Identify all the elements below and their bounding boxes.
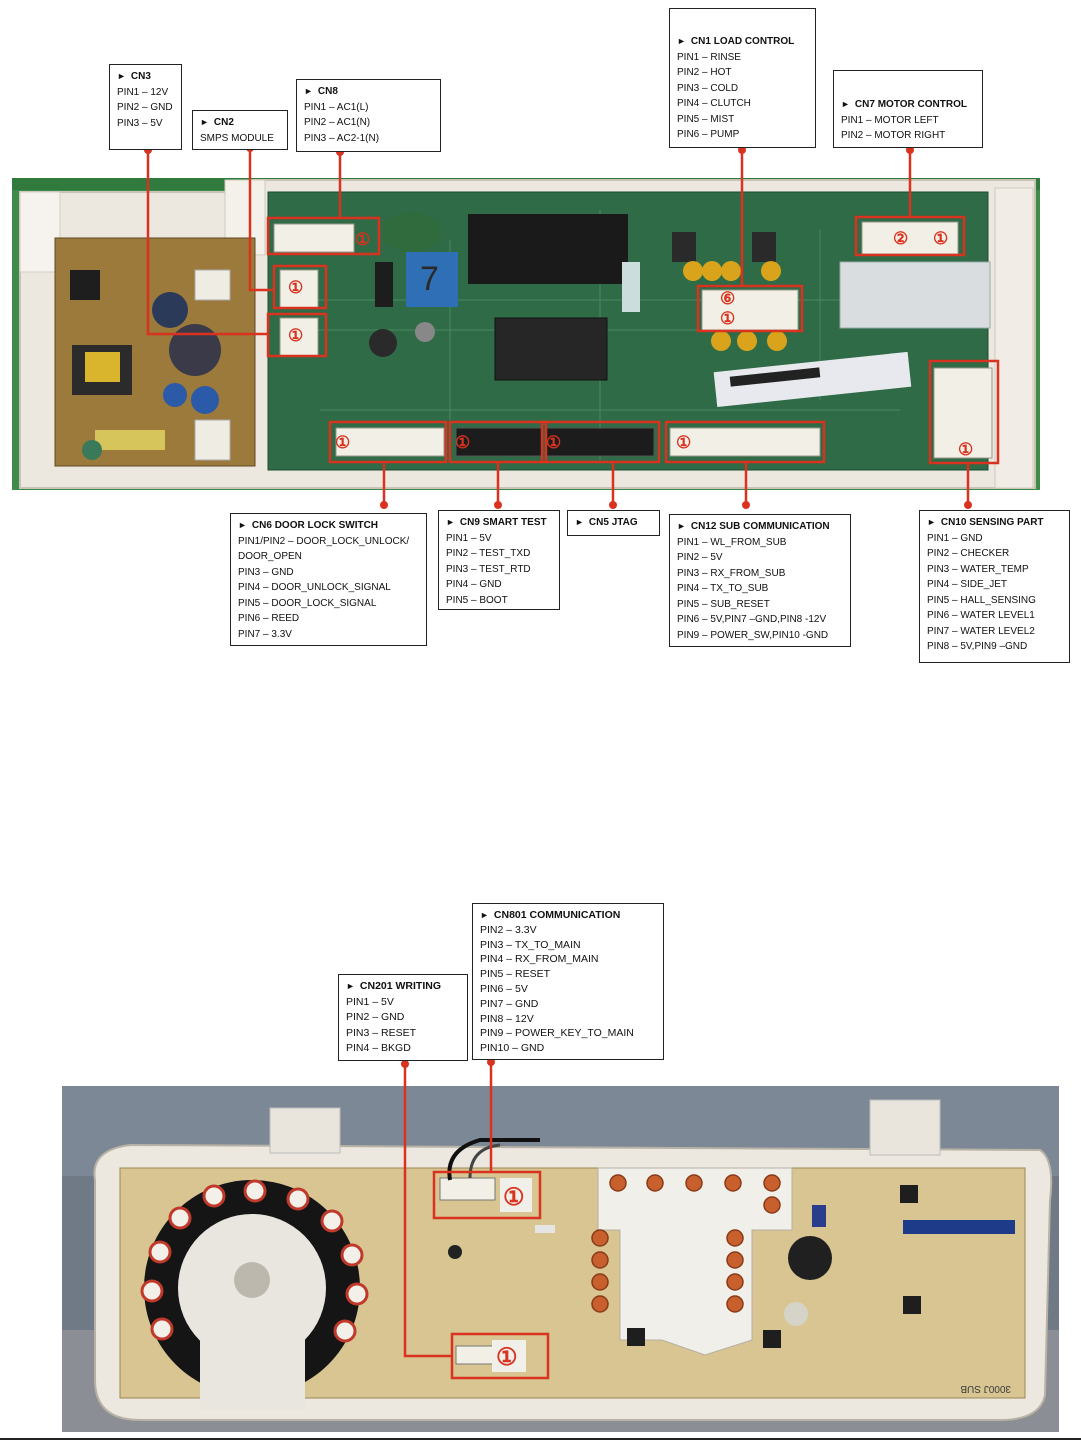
cn201-title: CN201 WRITING: [346, 979, 461, 995]
cn7-label: CN7 MOTOR CONTROL PIN1 – MOTOR LEFT PIN2…: [833, 70, 983, 148]
cn201-pin-line: PIN2 – GND: [346, 1011, 405, 1023]
cn1-label: CN1 LOAD CONTROL PIN1 – RINSE PIN2 – HOT…: [669, 8, 816, 148]
cn801-pin-line: PIN2 – 3.3V: [480, 923, 537, 936]
cn7-pin-line: PIN2 – MOTOR RIGHT: [841, 130, 946, 141]
cn10-pin-line: PIN3 – WATER_TEMP: [927, 563, 1029, 575]
cn9-pin-line: PIN5 – BOOT: [446, 594, 508, 606]
cn801-pin-line: PIN10 – GND: [480, 1042, 545, 1055]
cn1-pin-line: PIN4 – CLUTCH: [677, 98, 751, 109]
cn9-pin-line: PIN1 – 5V: [446, 532, 492, 544]
cn2-title: CN2: [200, 115, 281, 131]
cn7-title: CN7 MOTOR CONTROL: [841, 97, 976, 113]
cn201-pin-line: PIN1 – 5V: [346, 995, 394, 1008]
cn8-label: CN8 PIN1 – AC1(L) PIN2 – AC1(N) PIN3 – A…: [296, 79, 441, 152]
cn10-title: CN10 SENSING PART: [927, 515, 1063, 531]
cn201-label: CN201 WRITING PIN1 – 5V PIN2 – GND PIN3 …: [338, 974, 468, 1061]
cn201-pin-line: PIN4 – BKGD: [346, 1042, 411, 1054]
cn9-pin-line: PIN3 – TEST_RTD: [446, 563, 531, 575]
cn801-pin-line: PIN5 – RESET: [480, 968, 551, 981]
cn2-pin-line: SMPS MODULE: [200, 132, 274, 144]
cn10-pin-line: PIN1 – GND: [927, 532, 983, 544]
cn12-pin-line: PIN3 – RX_FROM_SUB: [677, 567, 786, 579]
cn10-pin-line: PIN8 – 5V,PIN9 –GND: [927, 641, 1028, 652]
cn801-pin-line: PIN8 – 12V: [480, 1012, 534, 1025]
cn801-title: CN801 COMMUNICATION: [480, 908, 657, 923]
cn12-pin-line: PIN6 – 5V,PIN7 –GND,PIN8 -12V: [677, 614, 827, 625]
cn8-pin-line: PIN2 – AC1(N): [304, 117, 371, 128]
sub-pcb-print: 3000J SUB: [960, 1383, 1011, 1394]
cn10-pin-line: PIN5 – HALL_SENSING: [927, 594, 1036, 606]
cn9-pin-line: PIN4 – GND: [446, 579, 502, 590]
cn7-pin-line: PIN1 – MOTOR LEFT: [841, 114, 939, 126]
cn8-pin-line: PIN3 – AC2-1(N): [304, 132, 380, 144]
cn8-title: CN8: [304, 84, 434, 100]
cn201-pin-line: PIN3 – RESET: [346, 1026, 417, 1039]
cn12-pin-line: PIN4 – TX_TO_SUB: [677, 583, 769, 594]
cn5-label: CN5 JTAG: [567, 510, 660, 536]
cn12-pin-line: PIN9 – POWER_SW,PIN10 -GND: [677, 629, 829, 641]
cn2-label: CN2 SMPS MODULE: [192, 110, 288, 150]
cn1-pin-line: PIN6 – PUMP: [677, 129, 740, 140]
cn6-pin-line: PIN1/PIN2 – DOOR_LOCK_UNLOCK/: [238, 535, 410, 547]
cn6-pin-line: PIN3 – GND: [238, 566, 294, 578]
cn801-pin-line: PIN7 – GND: [480, 997, 539, 1010]
page-bottom-rule: [0, 1438, 1081, 1440]
cn9-title: CN9 SMART TEST: [446, 515, 553, 531]
cn3-pin-line: PIN2 – GND: [117, 102, 173, 113]
cn6-title: CN6 DOOR LOCK SWITCH: [238, 518, 420, 534]
cn3-label: CN3 PIN1 – 12V PIN2 – GND PIN3 – 5V: [109, 64, 182, 150]
cn10-pin-line: PIN4 – SIDE_JET: [927, 579, 1008, 590]
cn8-pin-line: PIN1 – AC1(L): [304, 101, 369, 113]
cn1-pin-line: PIN5 – MIST: [677, 113, 735, 125]
cn1-pin-line: PIN2 – HOT: [677, 67, 732, 78]
cn10-pin-line: PIN7 – WATER LEVEL2: [927, 625, 1035, 637]
cn10-pin-line: PIN6 – WATER LEVEL1: [927, 610, 1035, 621]
cn801-pin-line: PIN9 – POWER_KEY_TO_MAIN: [480, 1027, 634, 1040]
cn3-title: CN3: [117, 69, 175, 85]
svg-text:7: 7: [420, 260, 439, 298]
cn6-pin-line: DOOR_OPEN: [238, 551, 302, 562]
cn801-pin-line: PIN3 – TX_TO_MAIN: [480, 938, 581, 951]
cn10-label: CN10 SENSING PART PIN1 – GND PIN2 – CHEC…: [919, 510, 1070, 663]
cn10-pin-line: PIN2 – CHECKER: [927, 548, 1010, 559]
cn6-pin-line: PIN5 – DOOR_LOCK_SIGNAL: [238, 597, 377, 609]
cn3-pin-line: PIN3 – 5V: [117, 117, 163, 129]
cn12-pin-line: PIN5 – SUB_RESET: [677, 598, 770, 610]
cn12-pin-line: PIN2 – 5V: [677, 552, 723, 563]
cn1-pin-line: PIN1 – RINSE: [677, 51, 741, 63]
cn801-pin-line: PIN6 – 5V: [480, 982, 528, 995]
cn1-pin-line: PIN3 – COLD: [677, 82, 739, 94]
cn9-label: CN9 SMART TEST PIN1 – 5V PIN2 – TEST_TXD…: [438, 510, 560, 610]
cn12-pin-line: PIN1 – WL_FROM_SUB: [677, 536, 787, 548]
cn5-title: CN5 JTAG: [575, 515, 653, 531]
cn12-title: CN12 SUB COMMUNICATION: [677, 519, 844, 535]
cn6-label: CN6 DOOR LOCK SWITCH PIN1/PIN2 – DOOR_LO…: [230, 513, 427, 646]
cn801-pin-line: PIN4 – RX_FROM_MAIN: [480, 953, 599, 966]
cn6-pin-line: PIN6 – REED: [238, 613, 300, 624]
cn9-pin-line: PIN2 – TEST_TXD: [446, 548, 531, 559]
cn801-label: CN801 COMMUNICATION PIN2 – 3.3V PIN3 – T…: [472, 903, 664, 1060]
cn3-pin-line: PIN1 – 12V: [117, 86, 169, 98]
cn6-pin-line: PIN7 – 3.3V: [238, 628, 292, 640]
cn1-title: CN1 LOAD CONTROL: [677, 34, 809, 50]
cn12-label: CN12 SUB COMMUNICATION PIN1 – WL_FROM_SU…: [669, 514, 851, 647]
cn6-pin-line: PIN4 – DOOR_UNLOCK_SIGNAL: [238, 582, 391, 593]
